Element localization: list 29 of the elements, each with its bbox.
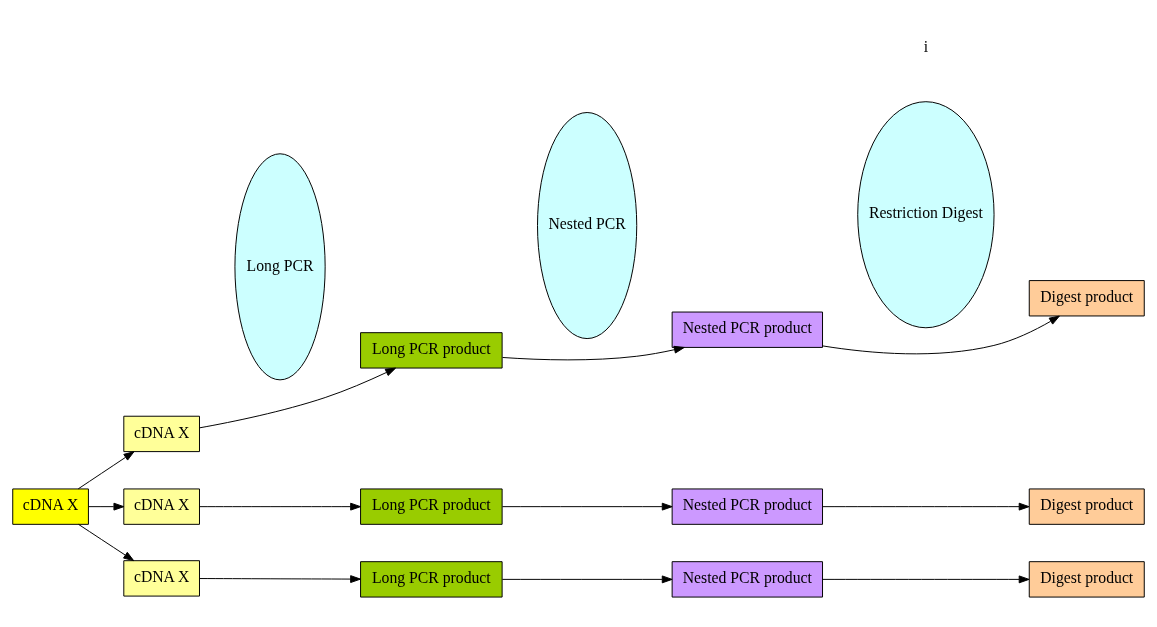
- node-box: Long PCR product: [360, 487, 503, 525]
- arrow: [78, 523, 135, 561]
- node-box: Long PCR product: [360, 331, 503, 369]
- node-box: cDNA X: [123, 487, 200, 525]
- arrow: [501, 574, 673, 583]
- node-box: Nested PCR product: [671, 311, 823, 348]
- node-box: cDNA X: [12, 487, 89, 525]
- node-box: cDNA X: [123, 415, 200, 452]
- arrow: [88, 502, 125, 511]
- arrow: [501, 502, 673, 511]
- arrow: [199, 502, 361, 511]
- node-box: Digest product: [1028, 487, 1145, 525]
- label: i: [923, 37, 929, 55]
- node-box: Nested PCR product: [671, 560, 823, 598]
- arrow: [822, 315, 1060, 354]
- node-box: Digest product: [1028, 279, 1145, 316]
- node-box: cDNA X: [123, 559, 200, 597]
- arrow: [199, 574, 361, 583]
- node-ellipse: Long PCR: [234, 152, 326, 380]
- arrow: [77, 450, 135, 489]
- node-ellipse: Nested PCR: [537, 111, 638, 339]
- arrow: [502, 345, 685, 360]
- node-ellipse: Restriction Digest: [857, 100, 995, 328]
- node-box: Digest product: [1028, 560, 1145, 598]
- node-box: Nested PCR product: [671, 487, 823, 525]
- node-box: Long PCR product: [360, 560, 503, 598]
- arrow: [822, 574, 1030, 583]
- arrow: [199, 367, 397, 428]
- arrow: [822, 502, 1030, 511]
